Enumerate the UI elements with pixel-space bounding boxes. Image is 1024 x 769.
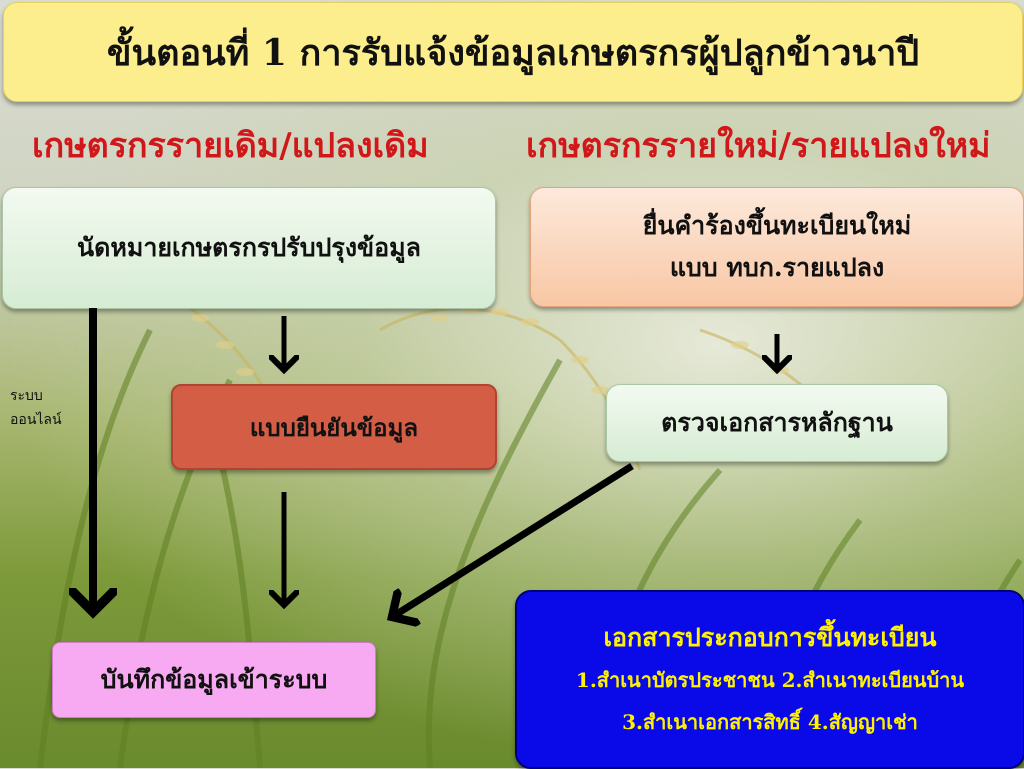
online-label-line1: ระบบ [10, 388, 43, 404]
page-title: ขั้นตอนที่ 1 การรับแจ้งข้อมูลเกษตรกรผู้ป… [106, 31, 920, 74]
confirm-form-box: แบบยืนยันข้อมูล [171, 384, 497, 470]
check-documents-text: ตรวจเอกสารหลักฐาน [661, 408, 893, 437]
appointment-box: นัดหมายเกษตรกรปรับปรุงข้อมูล [2, 187, 496, 309]
record-system-text: บันทึกข้อมูลเข้าระบบ [100, 665, 328, 694]
record-system-box: บันทึกข้อมูลเข้าระบบ [52, 642, 376, 718]
documents-box: เอกสารประกอบการขึ้นทะเบียน 1.สำเนาบัตรปร… [515, 590, 1024, 769]
documents-line2: 3.สำเนาเอกสารสิทธิ์ 4.สัญญาเช่า [622, 709, 918, 734]
right-column-heading: เกษตรกรรายใหม่/รายแปลงใหม่ [526, 126, 991, 166]
left-column-heading: เกษตรกรรายเดิม/แปลงเดิม [32, 126, 429, 166]
appointment-text: นัดหมายเกษตรกรปรับปรุงข้อมูล [77, 233, 421, 262]
documents-line1: 1.สำเนาบัตรประชาชน 2.สำเนาทะเบียนบ้าน [575, 667, 965, 692]
register-text-line1: ยื่นคำร้องขึ้นทะเบียนใหม่ [642, 211, 912, 240]
register-text-line2: แบบ ทบก.รายแปลง [669, 253, 885, 282]
check-documents-box: ตรวจเอกสารหลักฐาน [606, 384, 948, 462]
documents-heading: เอกสารประกอบการขึ้นทะเบียน [603, 622, 937, 652]
confirm-form-text: แบบยืนยันข้อมูล [249, 412, 419, 442]
register-box: ยื่นคำร้องขึ้นทะเบียนใหม่ แบบ ทบก.รายแปล… [530, 187, 1024, 307]
title-banner: ขั้นตอนที่ 1 การรับแจ้งข้อมูลเกษตรกรผู้ป… [3, 2, 1023, 102]
arrow-check-to-record [392, 463, 634, 617]
online-label-line2: ออนไลน์ [10, 412, 62, 428]
online-system-label: ระบบ ออนไลน์ [10, 384, 62, 432]
